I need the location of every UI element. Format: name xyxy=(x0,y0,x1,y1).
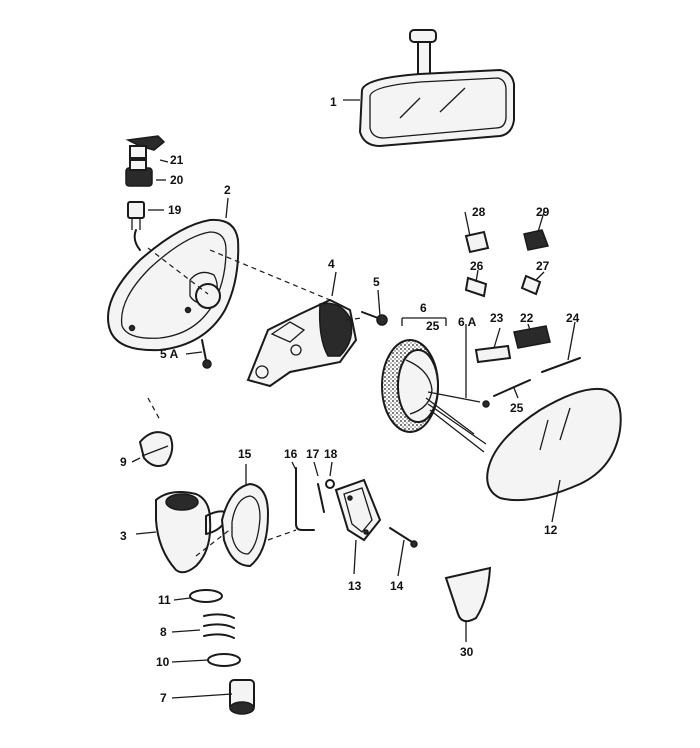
callout-26: 26 xyxy=(470,259,484,273)
gasket-plate-part xyxy=(334,478,382,542)
adjuster-bracket-part xyxy=(246,298,358,388)
switch-assembly-parts xyxy=(125,135,166,251)
mirror-housing-part xyxy=(107,218,240,352)
callout-10: 10 xyxy=(156,655,170,669)
callout-27: 27 xyxy=(536,259,550,273)
callout-19: 19 xyxy=(168,203,182,217)
callout-18: 18 xyxy=(324,447,338,461)
screw-parts xyxy=(201,311,388,369)
callout-24: 24 xyxy=(566,311,580,325)
callout-25-motor: 25 xyxy=(426,319,440,333)
callout-16: 16 xyxy=(284,447,298,461)
callout-6: 6 xyxy=(420,301,427,315)
callout-29: 29 xyxy=(536,205,550,219)
callout-14: 14 xyxy=(390,579,404,593)
connector-parts xyxy=(464,229,581,397)
callout-1: 1 xyxy=(330,95,337,109)
callout-6a: 6 A xyxy=(458,315,477,329)
interior-mirror-part xyxy=(358,29,515,148)
callout-5a: 5 A xyxy=(160,347,179,361)
spring-stack-parts xyxy=(189,589,255,715)
cap-part xyxy=(138,431,174,467)
assembly-lines xyxy=(147,247,363,557)
leader-lines xyxy=(131,99,576,699)
callout-20: 20 xyxy=(170,173,184,187)
cover-part xyxy=(444,566,492,623)
callout-22: 22 xyxy=(520,311,534,325)
mirror-glass-part xyxy=(486,387,622,502)
motor-screw-part xyxy=(465,324,490,408)
clip-bolt-parts xyxy=(295,467,335,531)
callout-2: 2 xyxy=(224,183,231,197)
callout-9: 9 xyxy=(120,455,127,469)
callout-12: 12 xyxy=(544,523,558,537)
callout-11: 11 xyxy=(158,593,171,607)
adjustment-motor-part xyxy=(381,317,487,453)
callout-15: 15 xyxy=(238,447,252,461)
callout-25-lead: 25 xyxy=(510,401,524,415)
seal-part xyxy=(220,482,270,568)
callout-28: 28 xyxy=(472,205,486,219)
callout-labels: 1 2 3 4 5 5 A 6 6 A 7 8 9 10 11 12 13 14… xyxy=(120,95,580,705)
callout-3: 3 xyxy=(120,529,127,543)
callout-23: 23 xyxy=(490,311,504,325)
callout-4: 4 xyxy=(328,257,335,271)
callout-5: 5 xyxy=(373,275,380,289)
callout-30: 30 xyxy=(460,645,474,659)
callout-13: 13 xyxy=(348,579,362,593)
mirror-base-part xyxy=(155,491,229,574)
callout-17: 17 xyxy=(306,447,320,461)
pin-part xyxy=(389,527,418,548)
callout-8: 8 xyxy=(160,625,167,639)
callout-21: 21 xyxy=(170,153,184,167)
callout-7: 7 xyxy=(160,691,167,705)
